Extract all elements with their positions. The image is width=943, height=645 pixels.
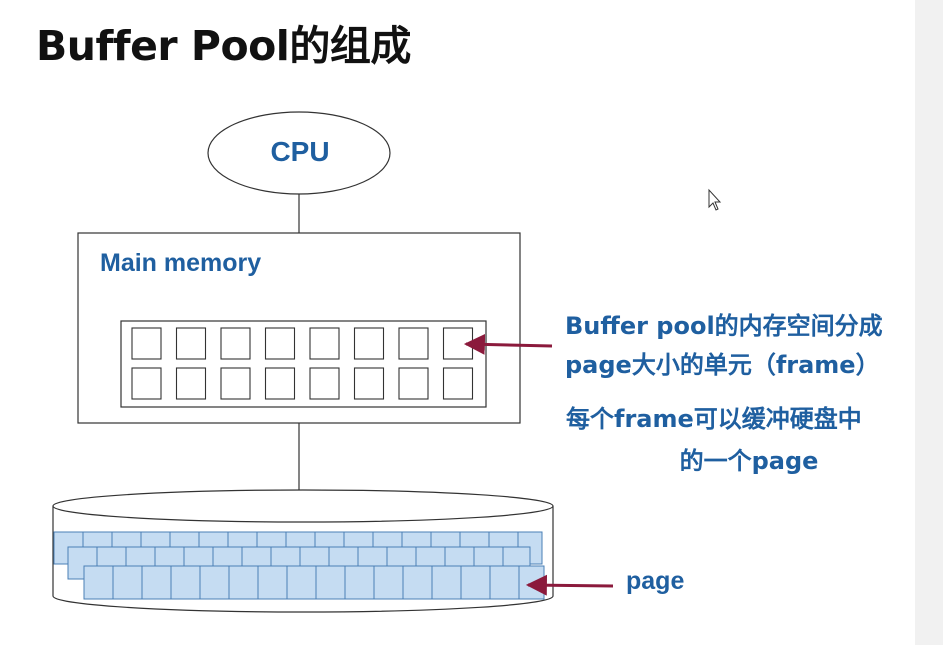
frame-cell <box>131 367 162 400</box>
frame-cell <box>309 367 340 400</box>
frame-arrow <box>463 333 553 355</box>
frame-cell <box>220 327 251 360</box>
side-scrollbar-area <box>915 0 943 645</box>
frame-cell <box>353 327 385 360</box>
frame-cell <box>264 367 296 400</box>
cache-annotation-line-2: 的一个page <box>679 447 819 475</box>
frame-annotation-line-1: Buffer pool的内存空间分成 <box>565 312 883 340</box>
cache-annotation-line-1: 每个frame可以缓冲硬盘中 <box>566 405 862 433</box>
frame-cell <box>131 327 162 360</box>
frame-cell <box>353 367 385 400</box>
slide-title: Buffer Pool的组成 <box>36 22 411 70</box>
frame-grid <box>131 327 474 400</box>
cpu-label: CPU <box>270 136 330 167</box>
frame-cell <box>309 327 340 360</box>
buffer-pool-box <box>120 320 487 408</box>
frame-cell <box>175 327 207 360</box>
frame-cell <box>175 367 207 400</box>
page-label: page <box>626 567 685 595</box>
frame-annotation-line-2: page大小的单元（frame） <box>565 351 880 379</box>
frame-cell <box>220 367 251 400</box>
main-memory-label: Main memory <box>100 249 262 277</box>
frame-cell <box>442 367 474 400</box>
page-arrow <box>525 574 614 596</box>
frame-cell <box>398 327 429 360</box>
frame-cell <box>264 327 296 360</box>
frame-cell <box>398 367 429 400</box>
mouse-pointer-icon <box>708 188 722 211</box>
disk-page-stack <box>53 531 545 600</box>
disk-top <box>52 489 554 523</box>
page-row <box>83 565 545 600</box>
